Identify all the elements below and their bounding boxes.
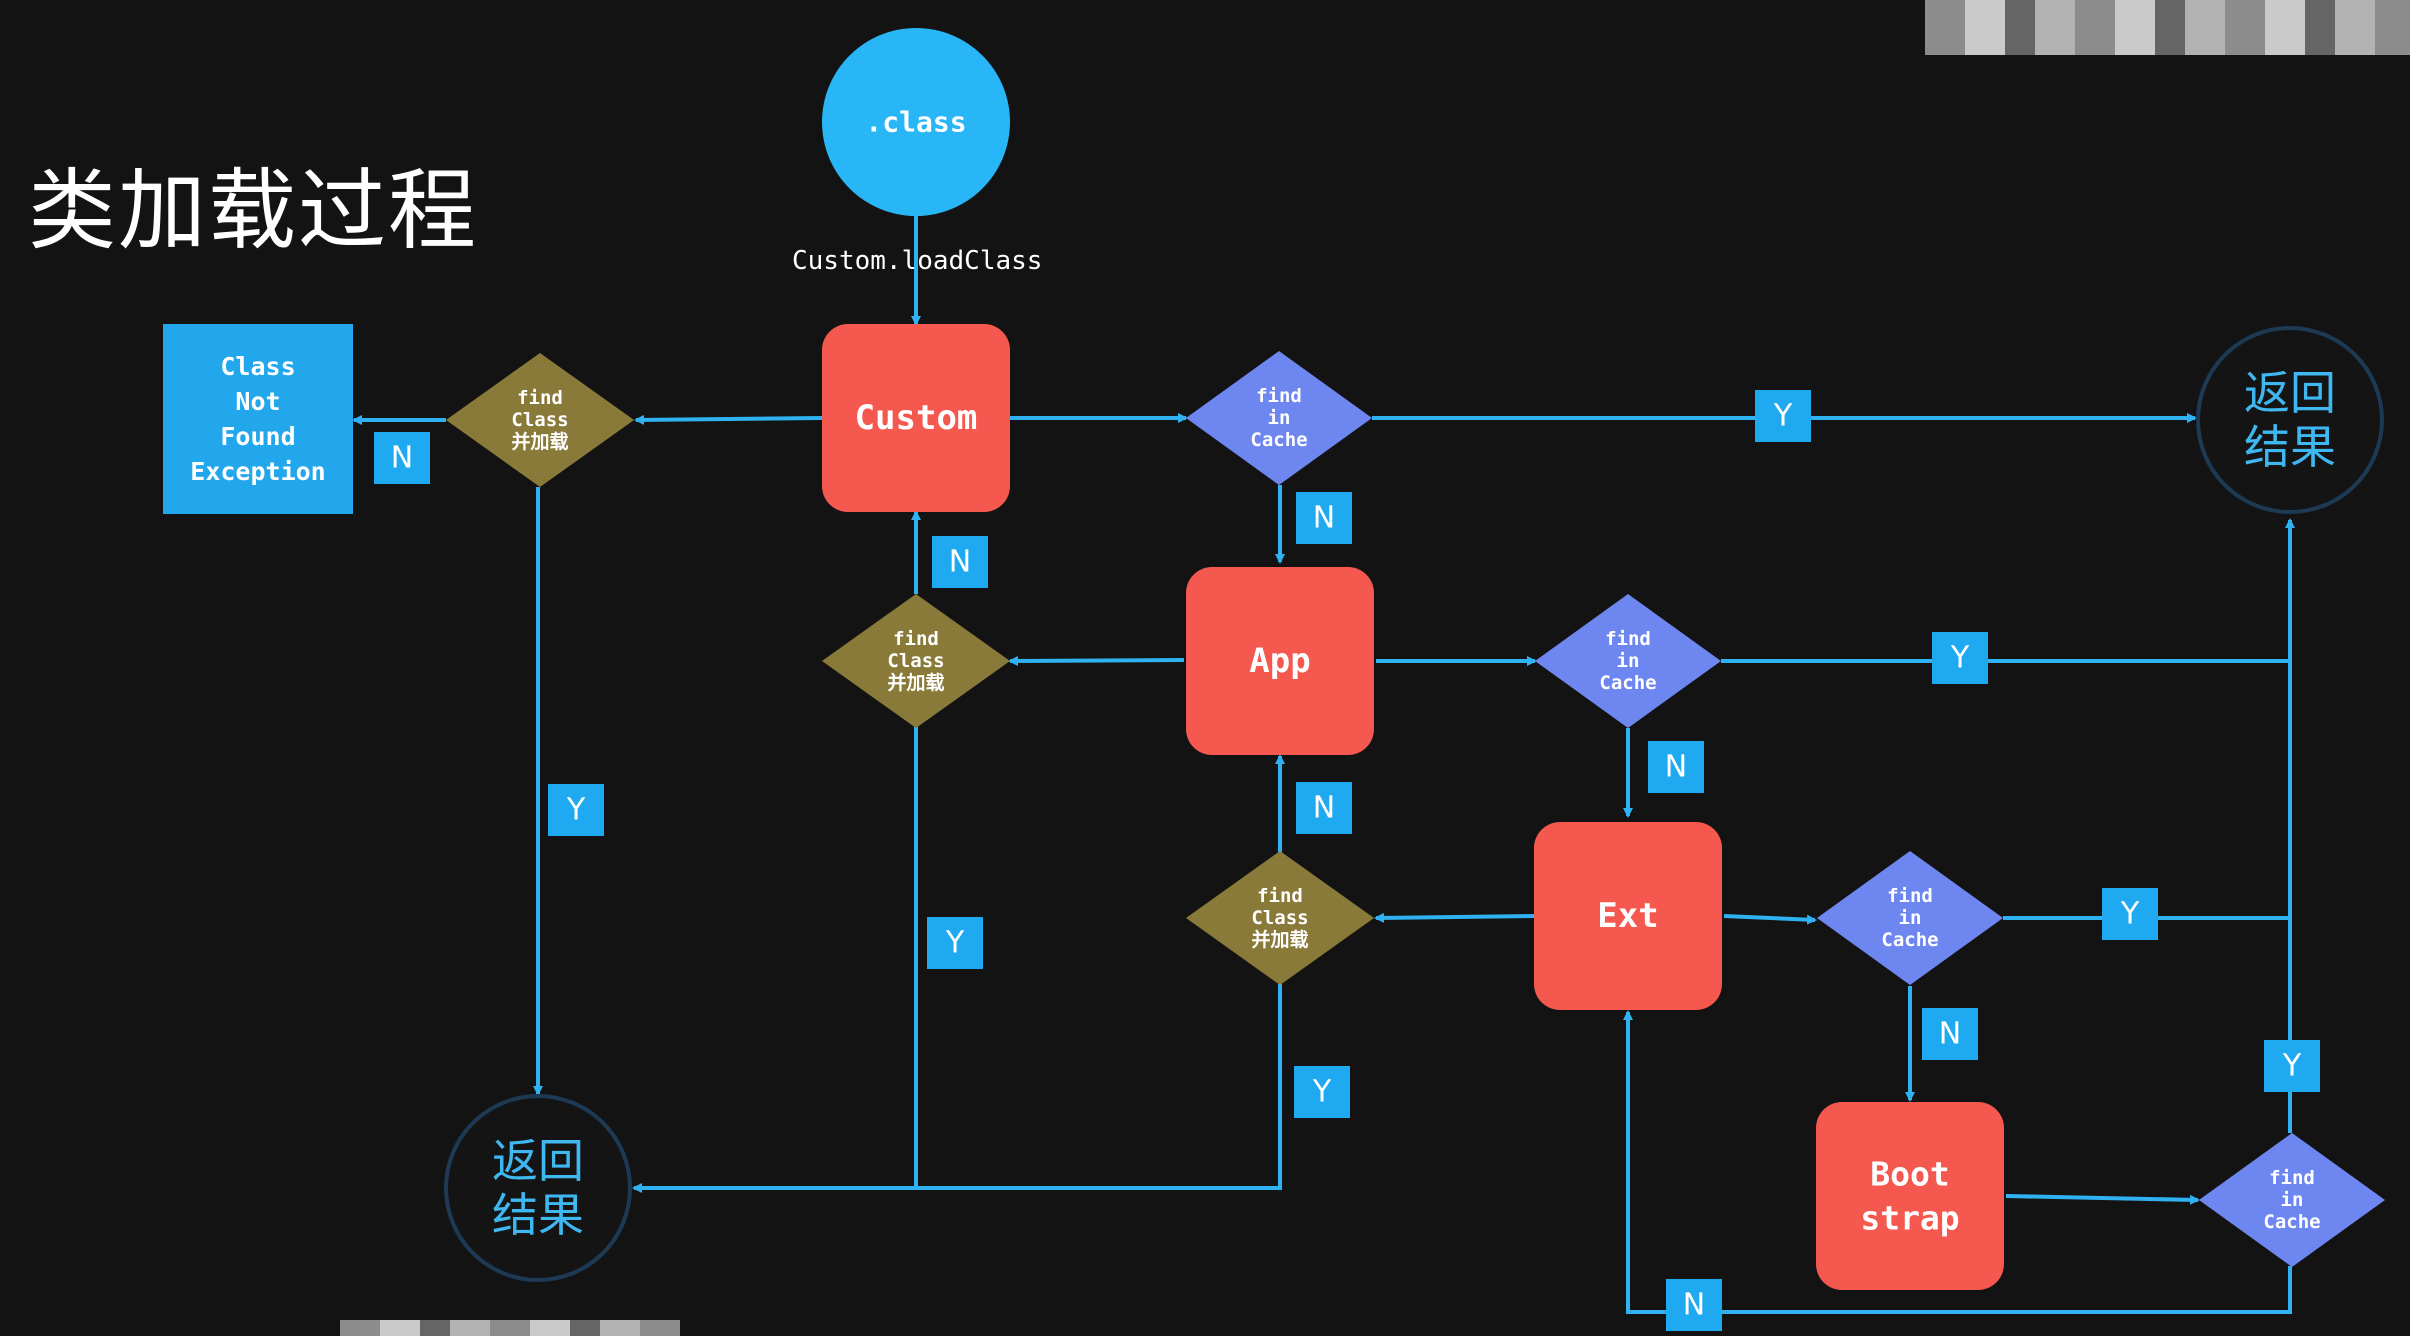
- node-text-line: Cache: [2263, 1211, 2320, 1233]
- node-text-line: find: [1605, 628, 1651, 650]
- svg-text:N: N: [1939, 1017, 1961, 1052]
- edge-app-to-findclass2: [1008, 655, 1185, 666]
- svg-text:Y: Y: [2120, 897, 2140, 932]
- tag-y-cache1: Y: [1755, 390, 1811, 442]
- node-text-line: in: [1617, 650, 1640, 672]
- node-text-line: Exception: [190, 457, 325, 486]
- class-file-node: .class: [822, 28, 1010, 216]
- redacted-strip-bottom: [340, 1320, 680, 1336]
- node-text-line: in: [2281, 1189, 2304, 1211]
- node-text-line: App: [1249, 641, 1310, 681]
- node-text-line: .class: [865, 106, 966, 139]
- node-text-line: Found: [220, 422, 295, 451]
- node-text-line: 返回: [492, 1134, 584, 1188]
- svg-text:N: N: [391, 441, 413, 476]
- edge-ext-to-cache3: [1723, 914, 1817, 925]
- node-text-line: Not: [235, 387, 280, 416]
- edge-cache4-to-ext: [1623, 1010, 2292, 1314]
- node-text-line: Cache: [1881, 929, 1938, 951]
- edge-bootstrap-to-cache4: [2005, 1194, 2200, 1205]
- svg-text:Y: Y: [1773, 399, 1793, 434]
- node-text-line: 并加载: [887, 671, 944, 694]
- node-text-line: Ext: [1597, 896, 1658, 936]
- tag-y-cache2: Y: [1932, 632, 1988, 684]
- svg-text:N: N: [1313, 791, 1335, 826]
- tag-n-cache1: N: [1296, 492, 1352, 544]
- node-text-line: find: [2269, 1167, 2315, 1189]
- tag-n-cache4: N: [1666, 1279, 1722, 1331]
- node-text-line: Class: [220, 352, 295, 381]
- redacted-strip-top: [1925, 0, 2410, 55]
- svg-text:Y: Y: [1312, 1075, 1332, 1110]
- edge-ext-to-findclass3: [1374, 912, 1535, 923]
- svg-text:Y: Y: [2282, 1049, 2302, 1084]
- node-text-line: Class: [1251, 907, 1308, 929]
- node-text-line: in: [1268, 407, 1291, 429]
- node-text-line: 结果: [2244, 420, 2336, 474]
- app-loader-node: App: [1186, 567, 1374, 755]
- node-text-line: Custom: [855, 398, 978, 438]
- node-text-line: 返回: [2244, 366, 2336, 420]
- node-text-line: 结果: [492, 1188, 584, 1242]
- tag-y-cache3: Y: [2102, 888, 2158, 940]
- tag-y-findclass1: Y: [548, 784, 604, 836]
- custom-loader-node: Custom: [822, 324, 1010, 512]
- edge-findclass3-to-result-left: [632, 984, 1282, 1193]
- tag-n-app-up: N: [1296, 782, 1352, 834]
- node-text-line: Boot: [1870, 1155, 1949, 1194]
- node-text-line: find: [1257, 885, 1303, 907]
- edge-custom-to-findclass1: [634, 414, 823, 425]
- node-text-line: find: [893, 628, 939, 650]
- svg-text:Y: Y: [945, 926, 965, 961]
- node-text-line: find: [1887, 885, 1933, 907]
- svg-text:Y: Y: [1950, 641, 1970, 676]
- tag-n-custom-up: N: [932, 536, 988, 588]
- tag-y-findclass3: Y: [1294, 1066, 1350, 1118]
- node-text-line: Class: [511, 409, 568, 431]
- svg-text:N: N: [1683, 1288, 1705, 1323]
- node-text-line: find: [1256, 385, 1302, 407]
- svg-text:N: N: [949, 545, 971, 580]
- node-text-line: in: [1899, 907, 1922, 929]
- bootstrap-loader-node: Boot strap: [1816, 1102, 2004, 1290]
- node-text-line: Cache: [1250, 429, 1307, 451]
- node-text-line: Cache: [1599, 672, 1656, 694]
- node-text-line: 并加载: [1251, 928, 1308, 951]
- node-text-line: 并加载: [511, 430, 568, 453]
- ext-loader-node: Ext: [1534, 822, 1722, 1010]
- svg-text:Y: Y: [566, 793, 586, 828]
- tag-n-exception: N: [374, 432, 430, 484]
- tag-y-findclass2: Y: [927, 917, 983, 969]
- node-text-line: Class: [887, 650, 944, 672]
- node-text-line: strap: [1860, 1199, 1959, 1238]
- tag-y-cache4: Y: [2264, 1040, 2320, 1092]
- node-text-line: find: [517, 387, 563, 409]
- svg-text:N: N: [1313, 501, 1335, 536]
- tag-n-cache3: N: [1922, 1008, 1978, 1060]
- page-title: 类加载过程: [28, 159, 479, 262]
- svg-text:N: N: [1665, 750, 1687, 785]
- tag-n-cache2: N: [1648, 741, 1704, 793]
